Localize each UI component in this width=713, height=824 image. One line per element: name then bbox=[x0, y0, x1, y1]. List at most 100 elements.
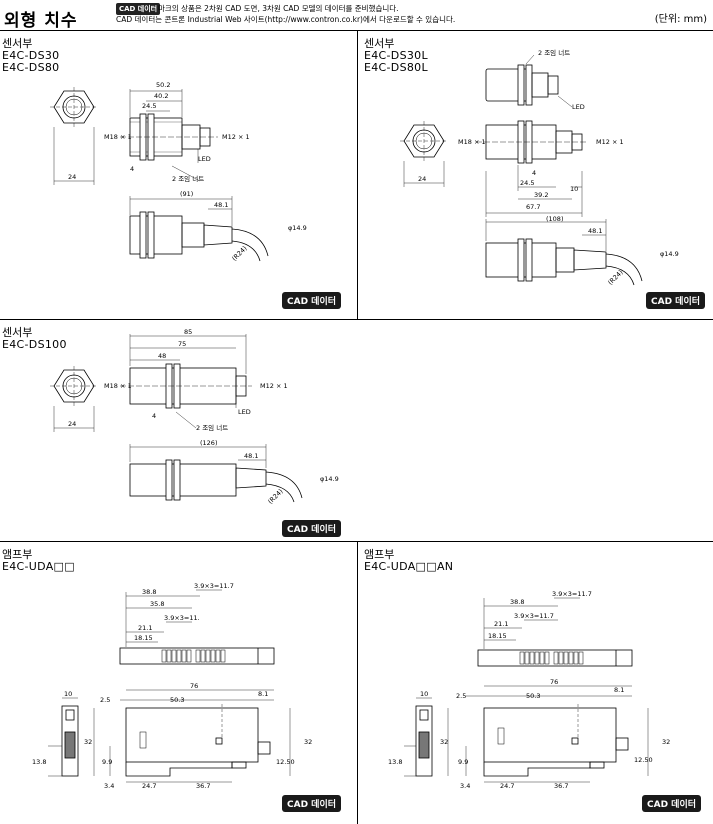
dim-24: 24 bbox=[418, 175, 426, 183]
dim-75: 75 bbox=[178, 340, 186, 348]
led-label: LED bbox=[572, 103, 585, 111]
dim-21-1: 21.1 bbox=[138, 624, 152, 632]
dim-12-50: 12.50 bbox=[634, 756, 653, 764]
panel-e4c-uda-an: 앰프부 E4C-UDA□□AN 38.8 3.9×3=11.7 3.9×3=11… bbox=[358, 542, 713, 824]
dim-40-2: 40.2 bbox=[154, 92, 168, 100]
cad-data-button[interactable]: CAD 데이터 bbox=[282, 292, 342, 309]
dim-2-5: 2.5 bbox=[100, 696, 110, 704]
dim-3-9x3: 3.9×3=11.7 bbox=[552, 590, 592, 598]
cad-data-button[interactable]: CAD 데이터 bbox=[642, 795, 702, 812]
led-label: LED bbox=[238, 408, 251, 416]
dim-24-7: 24.7 bbox=[142, 782, 156, 790]
model-name: E4C-DS80 bbox=[2, 61, 60, 74]
dim-10: 10 bbox=[420, 690, 428, 698]
dim-67-7: 67.7 bbox=[526, 203, 540, 211]
dim-32-left: 32 bbox=[440, 738, 448, 746]
dim-m12: M12 × 1 bbox=[260, 382, 288, 390]
cad-data-button[interactable]: CAD 데이터 bbox=[282, 795, 342, 812]
dim-m12: M12 × 1 bbox=[596, 138, 624, 146]
dim-38-8: 38.8 bbox=[142, 588, 156, 596]
dim-18-15: 18.15 bbox=[134, 634, 153, 642]
dim-48-1: 48.1 bbox=[214, 201, 228, 209]
dim-3-9x3-b: 3.9×3=11.7 bbox=[514, 612, 554, 620]
amplifier-drawing: 38.8 3.9×3=11.7 3.9×3=11.7 21.1 18.15 10… bbox=[388, 590, 670, 790]
terminal-pins bbox=[161, 649, 226, 663]
panel-e4c-ds30: 센서부 E4C-DS30 E4C-DS80 24 bbox=[0, 31, 357, 319]
divider-vertical-top bbox=[357, 31, 358, 319]
panel-title: 센서부 bbox=[2, 37, 33, 50]
dim-dia-14-9: φ14.9 bbox=[320, 475, 339, 483]
dim-24-5: 24.5 bbox=[142, 102, 156, 110]
dim-2-5: 2.5 bbox=[456, 692, 466, 700]
model-name: E4C-UDA□□AN bbox=[364, 560, 454, 573]
sensor-top-view bbox=[485, 54, 573, 108]
dim-50-2: 50.2 bbox=[156, 81, 170, 89]
panel-title: 센서부 bbox=[364, 37, 395, 50]
dim-4: 4 bbox=[130, 165, 134, 173]
sensor-drawing: 2 조임 너트 LED 24 M18 × bbox=[400, 48, 679, 287]
amp-end-view bbox=[404, 697, 433, 777]
dim-dia-14-9: φ14.9 bbox=[288, 224, 307, 232]
page-title: 외형 치수 bbox=[4, 11, 78, 31]
sensor-cable-view bbox=[129, 196, 269, 262]
panel-e4c-uda: 앰프부 E4C-UDA□□ 38.8 3.9×3=11.7 35.8 3.9 bbox=[0, 542, 357, 824]
dim-3-4: 3.4 bbox=[104, 782, 114, 790]
dim-9-9: 9.9 bbox=[102, 758, 112, 766]
sensor-side-view bbox=[120, 334, 252, 429]
dim-24-7: 24.7 bbox=[500, 782, 514, 790]
dim-24-5: 24.5 bbox=[520, 179, 534, 187]
cad-note-line2: CAD 데이터는 콘트론 Industrial Web 사이트(http://w… bbox=[116, 15, 456, 24]
sensor-cable-view bbox=[485, 219, 643, 286]
dim-r24: (R24) bbox=[266, 487, 284, 505]
amp-end-view bbox=[48, 697, 79, 777]
dim-18-15: 18.15 bbox=[488, 632, 507, 640]
amp-top-view bbox=[477, 597, 633, 667]
model-name: E4C-DS30L bbox=[364, 49, 428, 62]
dim-r24: (R24) bbox=[606, 268, 624, 286]
dim-4: 4 bbox=[152, 412, 156, 420]
dim-32-right: 32 bbox=[304, 738, 312, 746]
dim-3-9x3-b: 3.9×3=11. bbox=[164, 614, 200, 622]
dim-4: 4 bbox=[532, 169, 536, 177]
divider-horizontal-1 bbox=[0, 319, 713, 320]
dim-r24: (R24) bbox=[230, 244, 248, 262]
sensor-side-view bbox=[120, 89, 218, 182]
panel-title: 앰프부 bbox=[2, 548, 33, 561]
dim-76: 76 bbox=[550, 678, 558, 686]
panel-title: 앰프부 bbox=[364, 548, 395, 561]
dim-39-2: 39.2 bbox=[534, 191, 548, 199]
panel-e4c-ds30l: 센서부 E4C-DS30L E4C-DS80L 2 조임 너트 LED 24 bbox=[358, 31, 713, 319]
dim-85: 85 bbox=[184, 328, 192, 336]
sensor-drawing: 24 85 75 48 M18 × 1 M12 × 1 LED 4 2 조임 너… bbox=[50, 328, 339, 506]
dim-126: (126) bbox=[200, 439, 217, 447]
model-name: E4C-DS30 bbox=[2, 49, 60, 62]
dim-m18: M18 × 1 bbox=[458, 138, 486, 146]
sensor-side-view bbox=[476, 120, 588, 217]
cad-data-button[interactable]: CAD 데이터 bbox=[646, 292, 706, 309]
sensor-drawing: 24 50.2 40.2 24.5 M18 × 1 M12 × 1 LED 4 … bbox=[50, 81, 307, 263]
dim-13-8: 13.8 bbox=[388, 758, 402, 766]
cad-data-button[interactable]: CAD 데이터 bbox=[282, 520, 342, 537]
dim-m18: M18 × 1 bbox=[104, 133, 132, 141]
divider-vertical-bottom bbox=[357, 541, 358, 824]
unit-label: (단위: mm) bbox=[654, 14, 707, 25]
nut-label: 2 조임 너트 bbox=[538, 48, 570, 57]
hex-nut-front-view bbox=[400, 121, 448, 187]
model-name: E4C-UDA□□ bbox=[2, 560, 75, 573]
dim-24: 24 bbox=[68, 420, 76, 428]
hex-nut-front-view bbox=[50, 87, 98, 185]
dim-48: 48 bbox=[158, 352, 166, 360]
dim-76: 76 bbox=[190, 682, 198, 690]
dim-108: (108) bbox=[546, 215, 563, 223]
model-name: E4C-DS80L bbox=[364, 61, 428, 74]
page-header: 외형 치수 CAD 데이터 마크의 상품은 2차원 CAD 도면, 3차원 CA… bbox=[0, 0, 713, 32]
dim-13-8: 13.8 bbox=[32, 758, 46, 766]
dim-10: 10 bbox=[570, 185, 578, 193]
dim-36-7: 36.7 bbox=[196, 782, 210, 790]
amp-side-view bbox=[447, 685, 649, 783]
dim-32-left: 32 bbox=[84, 738, 92, 746]
amplifier-drawing: 38.8 3.9×3=11.7 35.8 3.9×3=11. 21.1 18.1… bbox=[32, 582, 312, 790]
hex-nut-front-view bbox=[50, 366, 98, 432]
divider-horizontal-2 bbox=[0, 541, 713, 542]
dim-dia-14-9: φ14.9 bbox=[660, 250, 679, 258]
